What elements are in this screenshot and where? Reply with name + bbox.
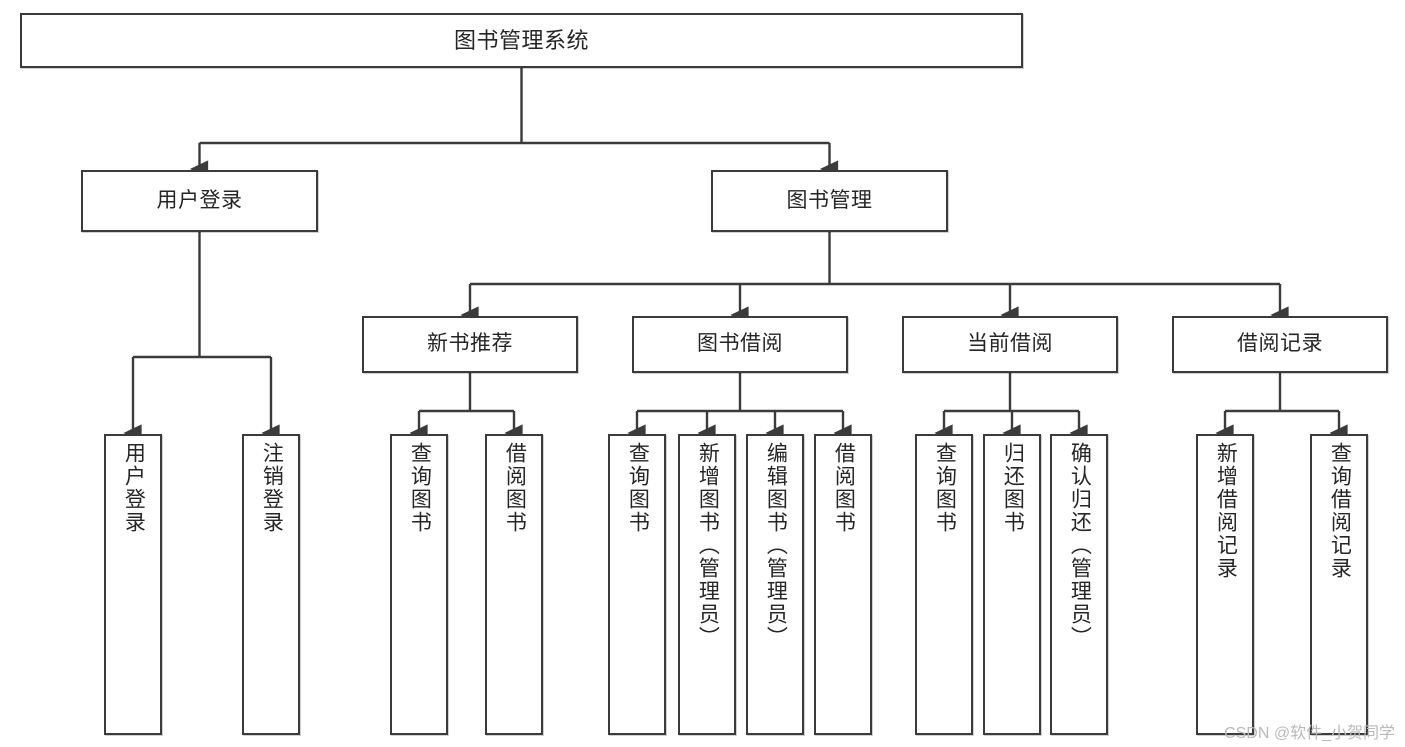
- node-label: 用户登录: [122, 442, 146, 534]
- node-leaf-borrow-book-1[interactable]: 借阅图书: [485, 434, 543, 735]
- node-label: 图书借阅: [697, 332, 783, 356]
- node-label: 借阅图书: [503, 442, 527, 534]
- node-label: 编辑图书（管理员）: [764, 442, 788, 649]
- node-leaf-query-book-1[interactable]: 查询图书: [390, 434, 448, 735]
- node-label: 当前借阅: [967, 332, 1053, 356]
- node-label: 注销登录: [260, 442, 284, 534]
- node-leaf-confirm-return[interactable]: 确认归还（管理员）: [1050, 434, 1108, 735]
- node-leaf-user-login[interactable]: 用户登录: [104, 434, 162, 735]
- node-label: 查询图书: [626, 442, 650, 534]
- node-label: 查询图书: [933, 442, 957, 534]
- node-leaf-add-record[interactable]: 新增借阅记录: [1196, 434, 1254, 735]
- node-leaf-query-book-2[interactable]: 查询图书: [608, 434, 666, 735]
- watermark-text: CSDN @软件_小贺同学: [1224, 725, 1395, 742]
- node-book-borrow[interactable]: 图书借阅: [632, 316, 848, 373]
- node-label: 借阅图书: [832, 442, 856, 534]
- node-current-borrow[interactable]: 当前借阅: [902, 316, 1118, 373]
- node-label: 新书推荐: [427, 332, 513, 356]
- node-root[interactable]: 图书管理系统: [20, 13, 1023, 68]
- node-leaf-edit-book[interactable]: 编辑图书（管理员）: [746, 434, 804, 735]
- node-label: 查询借阅记录: [1328, 442, 1352, 580]
- node-label: 用户登录: [156, 188, 243, 212]
- node-leaf-borrow-book-2[interactable]: 借阅图书: [814, 434, 872, 735]
- node-user-login[interactable]: 用户登录: [81, 170, 318, 232]
- node-book-manage[interactable]: 图书管理: [711, 170, 948, 232]
- node-label: 借阅记录: [1237, 332, 1323, 356]
- node-label: 图书管理: [786, 188, 873, 212]
- node-borrow-record[interactable]: 借阅记录: [1172, 316, 1388, 373]
- node-leaf-return-book[interactable]: 归还图书: [983, 434, 1041, 735]
- node-label: 归还图书: [1001, 442, 1025, 534]
- node-new-book-recommend[interactable]: 新书推荐: [362, 316, 578, 373]
- node-leaf-query-book-3[interactable]: 查询图书: [915, 434, 973, 735]
- node-label: 新增借阅记录: [1214, 442, 1238, 580]
- node-label: 新增图书（管理员）: [696, 442, 720, 649]
- node-label: 图书管理系统: [453, 27, 589, 53]
- node-leaf-logout[interactable]: 注销登录: [242, 434, 300, 735]
- node-label: 查询图书: [408, 442, 432, 534]
- node-leaf-add-book[interactable]: 新增图书（管理员）: [678, 434, 736, 735]
- node-leaf-query-record[interactable]: 查询借阅记录: [1310, 434, 1368, 735]
- node-label: 确认归还（管理员）: [1068, 442, 1092, 649]
